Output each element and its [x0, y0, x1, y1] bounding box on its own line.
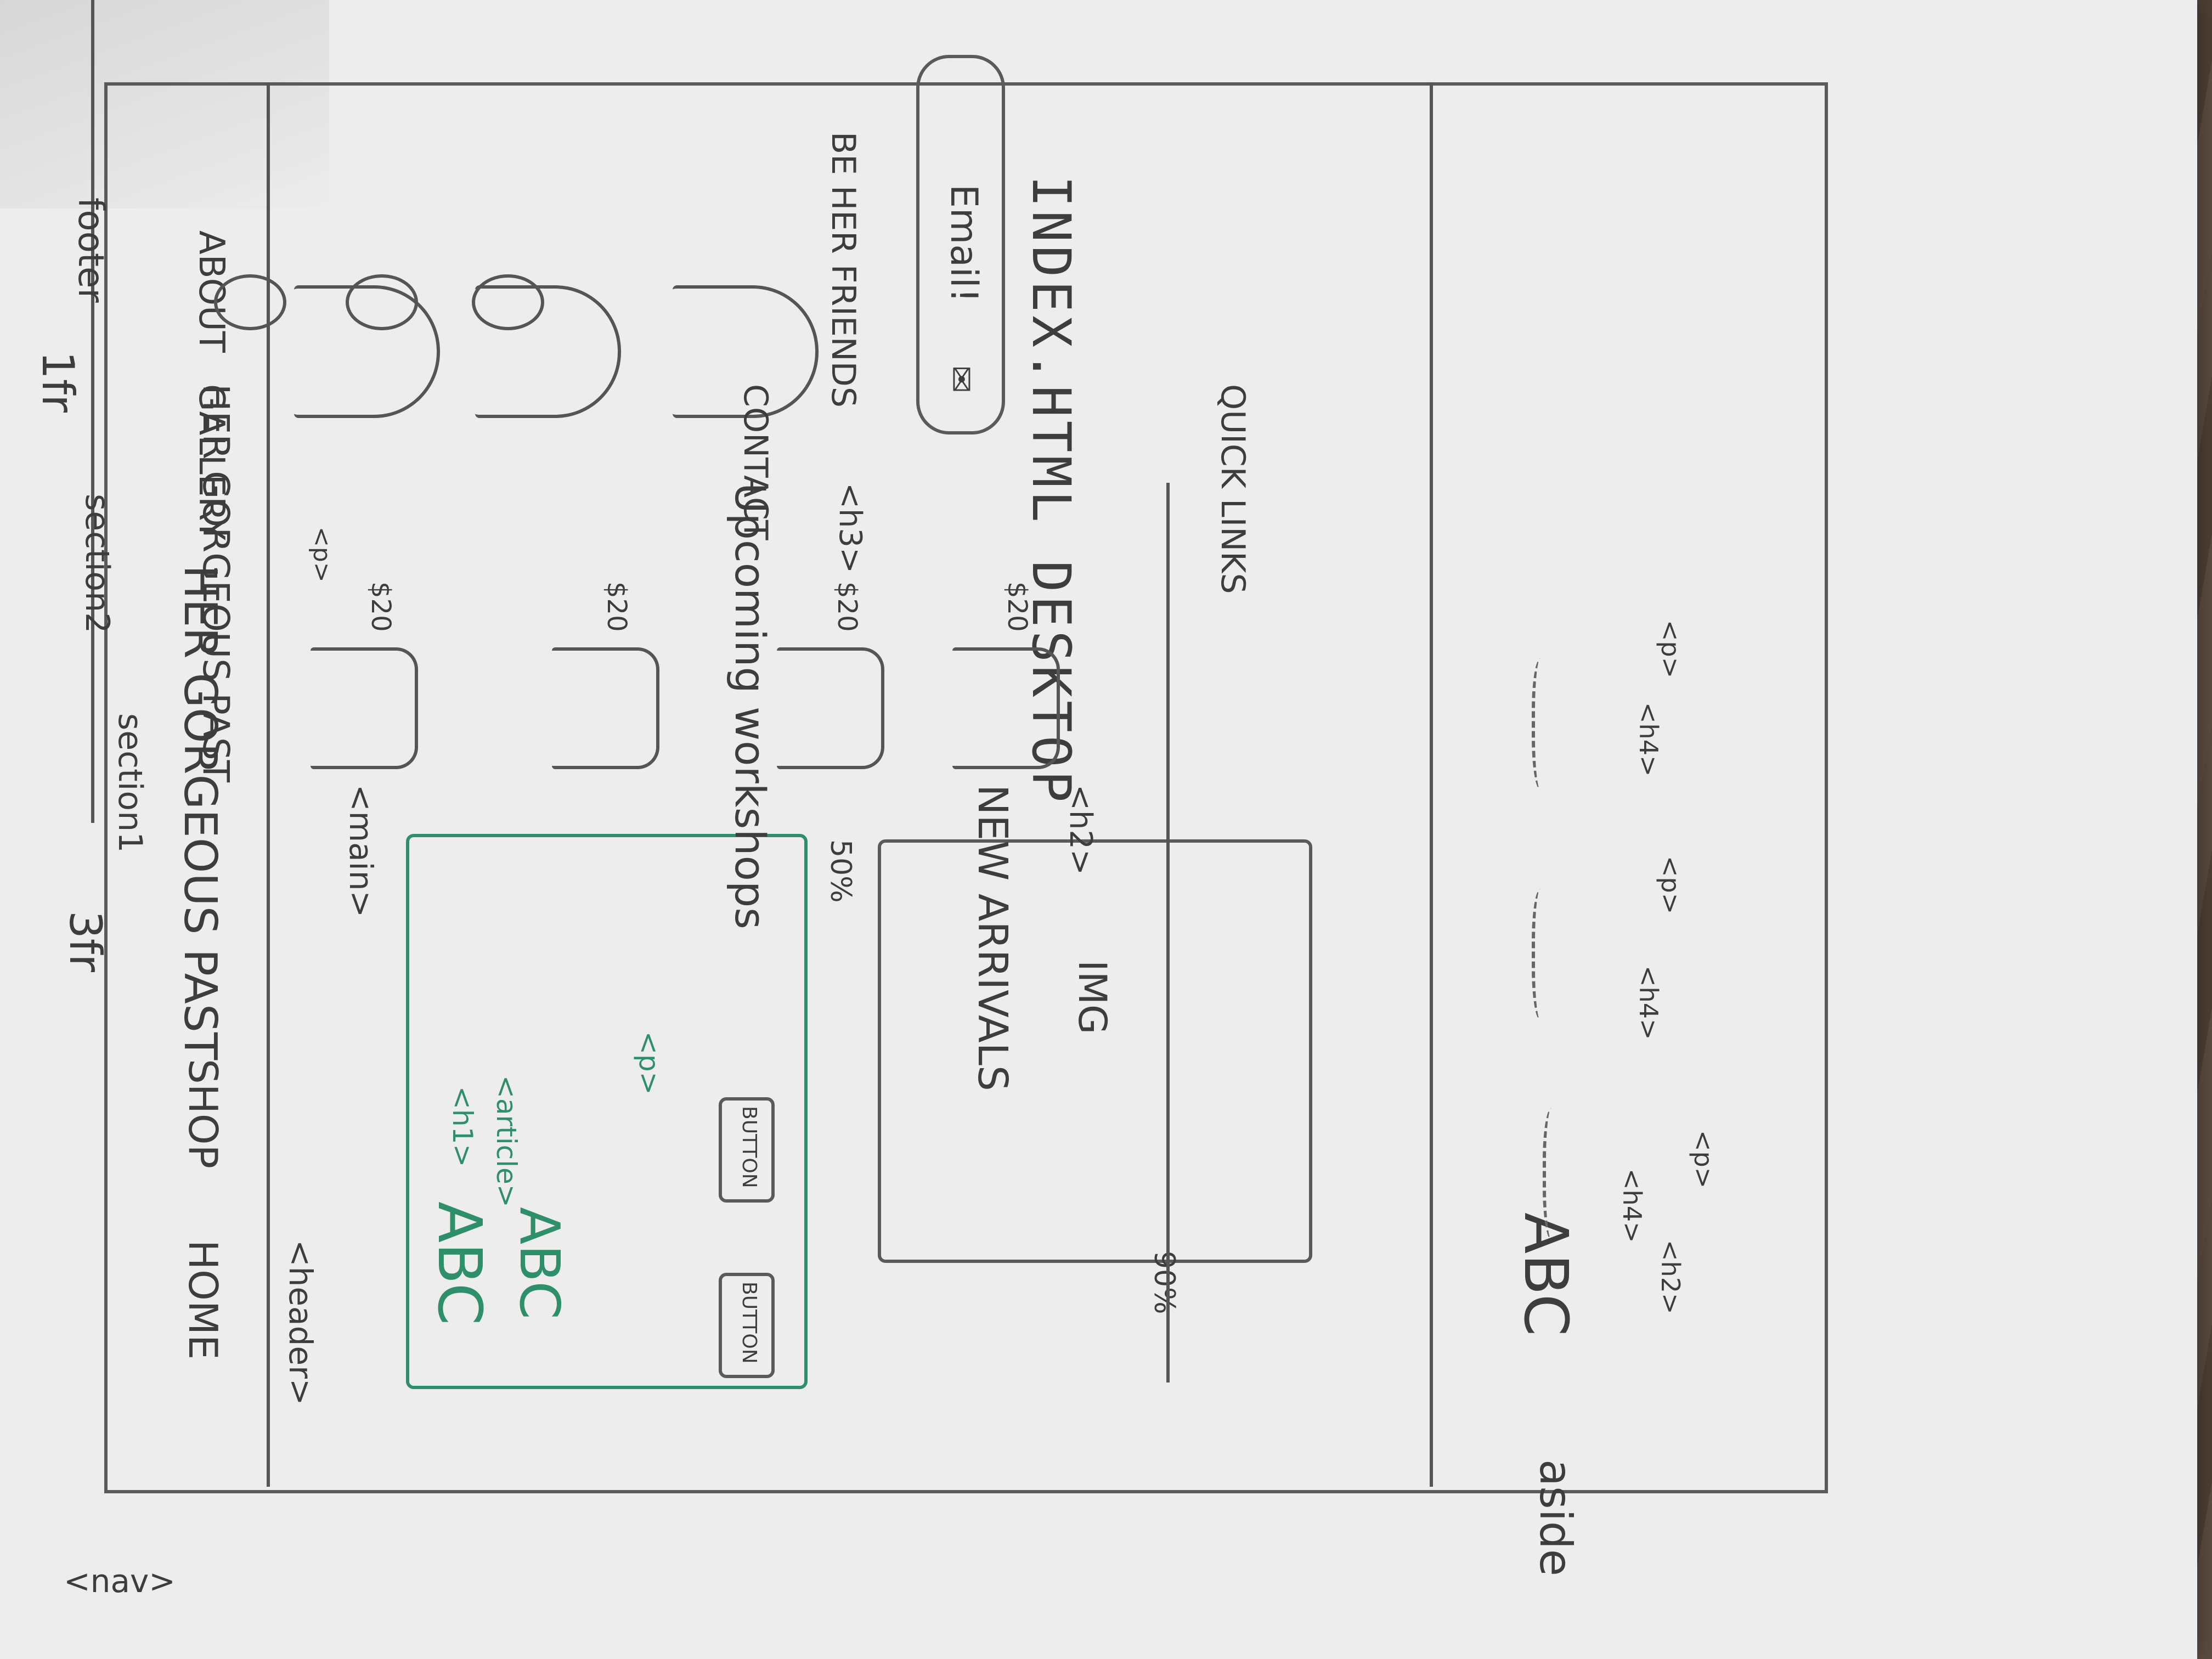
- aside-p-2: <p>: [1656, 856, 1685, 915]
- article-tag: <article>: [490, 1075, 522, 1207]
- hero-image-label: IMG: [1070, 960, 1115, 1035]
- h1-tag: <h1>: [447, 1086, 478, 1167]
- nav-item-home[interactable]: HOME: [180, 1240, 226, 1360]
- aside-h4-1: <h4>: [1617, 1169, 1647, 1243]
- aside-divider: [1430, 82, 1433, 1487]
- grid-arrow-3fr: [91, 0, 94, 823]
- aside-text-line-3: [1532, 658, 1554, 790]
- product-image-3[interactable]: [777, 647, 884, 769]
- hero-h1: ABC: [425, 1201, 495, 1325]
- product-price-2: $20: [601, 582, 632, 632]
- hero-button-1[interactable]: BUTTON: [719, 1273, 775, 1378]
- section1-divider: [1166, 483, 1170, 1383]
- hero-subtitle: ABC: [507, 1207, 572, 1320]
- product-price-1: $20: [365, 582, 396, 632]
- section2-tag: section2: [78, 494, 116, 634]
- grid-label-1fr: 1fr: [32, 351, 83, 413]
- hero-button-2-label: BUTTON: [738, 1106, 760, 1188]
- email-icon: ✉: [941, 365, 980, 393]
- footer-quick-links: QUICK LINKS: [1214, 384, 1252, 594]
- hero-image: [878, 839, 1312, 1263]
- product-price-3: $20: [832, 582, 862, 632]
- main-tag: <main>: [342, 785, 380, 918]
- footer-friends: BE HER FRIENDS: [824, 132, 862, 408]
- product-image-2[interactable]: [552, 647, 659, 769]
- aside-p-3: <p>: [1656, 620, 1685, 679]
- nav-tag: <nav>: [64, 1562, 176, 1600]
- workshops-title: Upcoming workshops: [726, 483, 775, 929]
- product-p-tag: <p>: [308, 527, 336, 583]
- hero-width-label: 50%: [824, 839, 857, 903]
- hero-p-tag: <p>: [633, 1031, 665, 1095]
- email-label: Email!: [942, 184, 985, 303]
- aside-text-line-1: [1543, 1108, 1565, 1240]
- aside-h4-2: <h4>: [1634, 966, 1663, 1040]
- social-icon-3[interactable]: [472, 274, 544, 330]
- aside-p-1: <p>: [1689, 1130, 1718, 1189]
- social-icon-1[interactable]: [214, 274, 286, 330]
- aside-h2-tag: <h2>: [1656, 1240, 1685, 1314]
- footer-brand: HER GORGEOUS PAST: [195, 384, 237, 783]
- product-price-4: $20: [1002, 582, 1032, 632]
- aside-tag: aside: [1530, 1459, 1581, 1576]
- aside-h2: ABC: [1511, 1212, 1581, 1336]
- product-image-1[interactable]: [311, 647, 418, 769]
- nav-item-shop[interactable]: SHOP: [180, 1059, 226, 1169]
- footer-contact: CONTACT: [736, 384, 775, 540]
- hero-button-1-label: BUTTON: [738, 1282, 760, 1364]
- section1-tag: section1: [111, 713, 149, 853]
- social-icon-2[interactable]: [346, 274, 418, 330]
- workshops-h3-tag: <h3>: [832, 483, 868, 573]
- hero-height-label: 90%: [1148, 1251, 1181, 1314]
- new-arrivals-title: NEW ARRIVALS: [969, 785, 1016, 1091]
- footer-tag: footer: [70, 198, 111, 303]
- grid-label-3fr: 3fr: [60, 911, 111, 972]
- aside-text-line-2: [1532, 889, 1554, 1020]
- product-image-4[interactable]: [952, 647, 1060, 769]
- aside-h4-3: <h4>: [1634, 702, 1663, 777]
- new-arrivals-h2-tag: <h2>: [1063, 785, 1098, 875]
- hero-button-2[interactable]: BUTTON: [719, 1097, 775, 1203]
- paper-fold: [0, 0, 329, 208]
- header-tag: <header>: [282, 1240, 319, 1406]
- email-input[interactable]: ✉ Email!: [916, 55, 1005, 435]
